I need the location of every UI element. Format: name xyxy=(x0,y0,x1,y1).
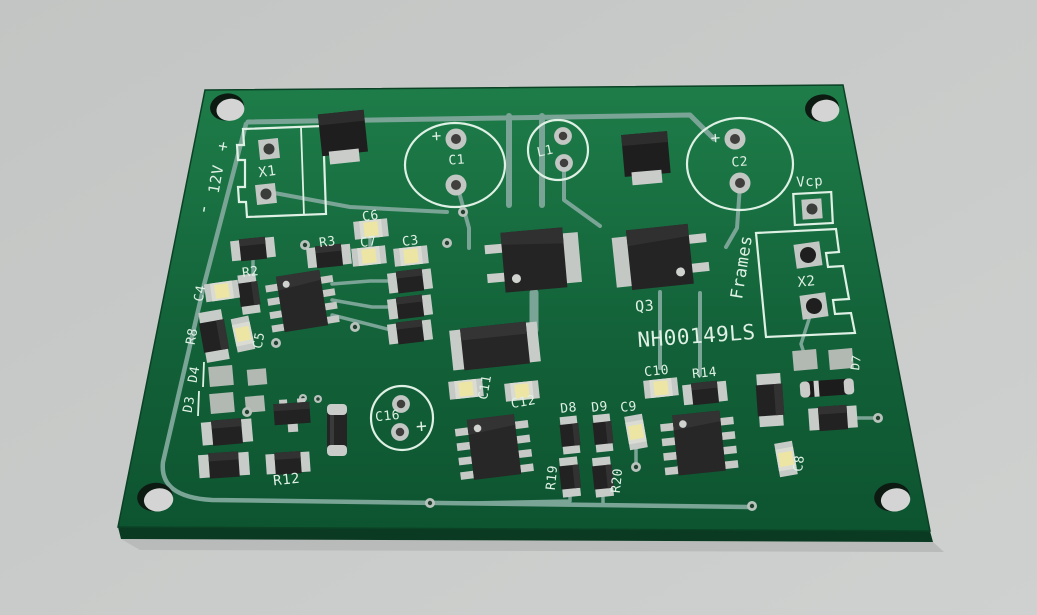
inductor-l1-outline xyxy=(526,118,590,182)
x1-pad xyxy=(258,138,280,160)
label-c10: C10 xyxy=(643,363,669,381)
label-r12: R12 xyxy=(272,471,300,490)
via xyxy=(314,395,322,403)
label-c1: C1 xyxy=(448,152,466,168)
label-power-plus: + xyxy=(212,139,232,152)
label-c4: C4 xyxy=(192,284,210,303)
board-shadow xyxy=(121,539,944,552)
label-d7: D7 xyxy=(848,354,864,371)
testpoint-vcp-outline xyxy=(792,190,834,227)
label-c8: C8 xyxy=(791,454,808,473)
label-r3: R3 xyxy=(318,234,337,251)
label-x2: X2 xyxy=(797,273,816,291)
label-power-rail: 12V xyxy=(205,163,228,194)
label-c5: C5 xyxy=(251,331,269,350)
c1-pad xyxy=(445,128,467,150)
label-c16-polarity: + xyxy=(415,416,428,438)
label-r20: R20 xyxy=(609,467,627,493)
label-c6: C6 xyxy=(361,208,380,225)
via xyxy=(425,498,435,508)
capacitor-c2-outline xyxy=(685,116,795,212)
label-c7: C7 xyxy=(359,234,378,251)
label-q3: Q3 xyxy=(635,296,655,315)
label-r19: R19 xyxy=(544,464,562,490)
x2-pad xyxy=(793,241,823,269)
label-r2: R2 xyxy=(241,264,260,281)
via xyxy=(458,207,468,217)
label-r8: R8 xyxy=(184,327,202,346)
label-r14: R14 xyxy=(691,365,717,383)
x2-pad xyxy=(799,292,829,320)
label-d8: D8 xyxy=(560,400,578,417)
label-c2: C2 xyxy=(731,154,749,170)
label-c3: C3 xyxy=(401,233,420,250)
label-d3: D3 xyxy=(181,395,199,414)
connector-x2-outline xyxy=(754,227,857,339)
label-c1-polarity: + xyxy=(431,126,442,146)
label-c2-polarity: + xyxy=(710,128,721,148)
via xyxy=(350,322,360,332)
chip-resistor xyxy=(808,404,858,432)
label-l1: L1 xyxy=(536,143,555,161)
via xyxy=(873,413,883,423)
capacitor-c1-outline xyxy=(403,121,507,209)
led-c10 xyxy=(643,377,679,399)
d3-pad xyxy=(209,391,235,415)
label-c9: C9 xyxy=(620,399,638,416)
via xyxy=(631,462,641,472)
d4-pad xyxy=(208,364,234,388)
d4-pad xyxy=(246,368,268,386)
x1-pad xyxy=(255,183,277,205)
c16-pad xyxy=(391,423,409,441)
chip-resistor xyxy=(754,372,786,428)
label-d4: D4 xyxy=(186,365,204,384)
copper-traces xyxy=(160,112,876,510)
c2-pad xyxy=(724,128,746,150)
c1-pad xyxy=(445,174,467,196)
capacitor-c16-outline xyxy=(369,384,435,452)
label-vcp: Vcp xyxy=(796,173,824,191)
melf-diode xyxy=(327,404,347,456)
label-c12: C12 xyxy=(510,393,537,412)
d7-pad xyxy=(792,348,818,372)
label-c11: C11 xyxy=(476,374,495,401)
c2-pad xyxy=(729,172,751,194)
via xyxy=(242,407,252,417)
silkscreen-graphics xyxy=(197,116,857,452)
chip-resistor xyxy=(197,450,251,480)
via xyxy=(442,238,452,248)
vcp-pad xyxy=(801,198,823,220)
l1-pad xyxy=(555,154,573,172)
label-x1: X1 xyxy=(257,163,277,181)
via xyxy=(747,501,757,511)
via xyxy=(271,338,281,348)
label-d9: D9 xyxy=(591,399,609,416)
l1-pad xyxy=(554,127,572,145)
label-c16: C16 xyxy=(374,408,400,426)
label-power-minus: - xyxy=(192,202,215,217)
connector-x1-outline xyxy=(235,124,328,219)
